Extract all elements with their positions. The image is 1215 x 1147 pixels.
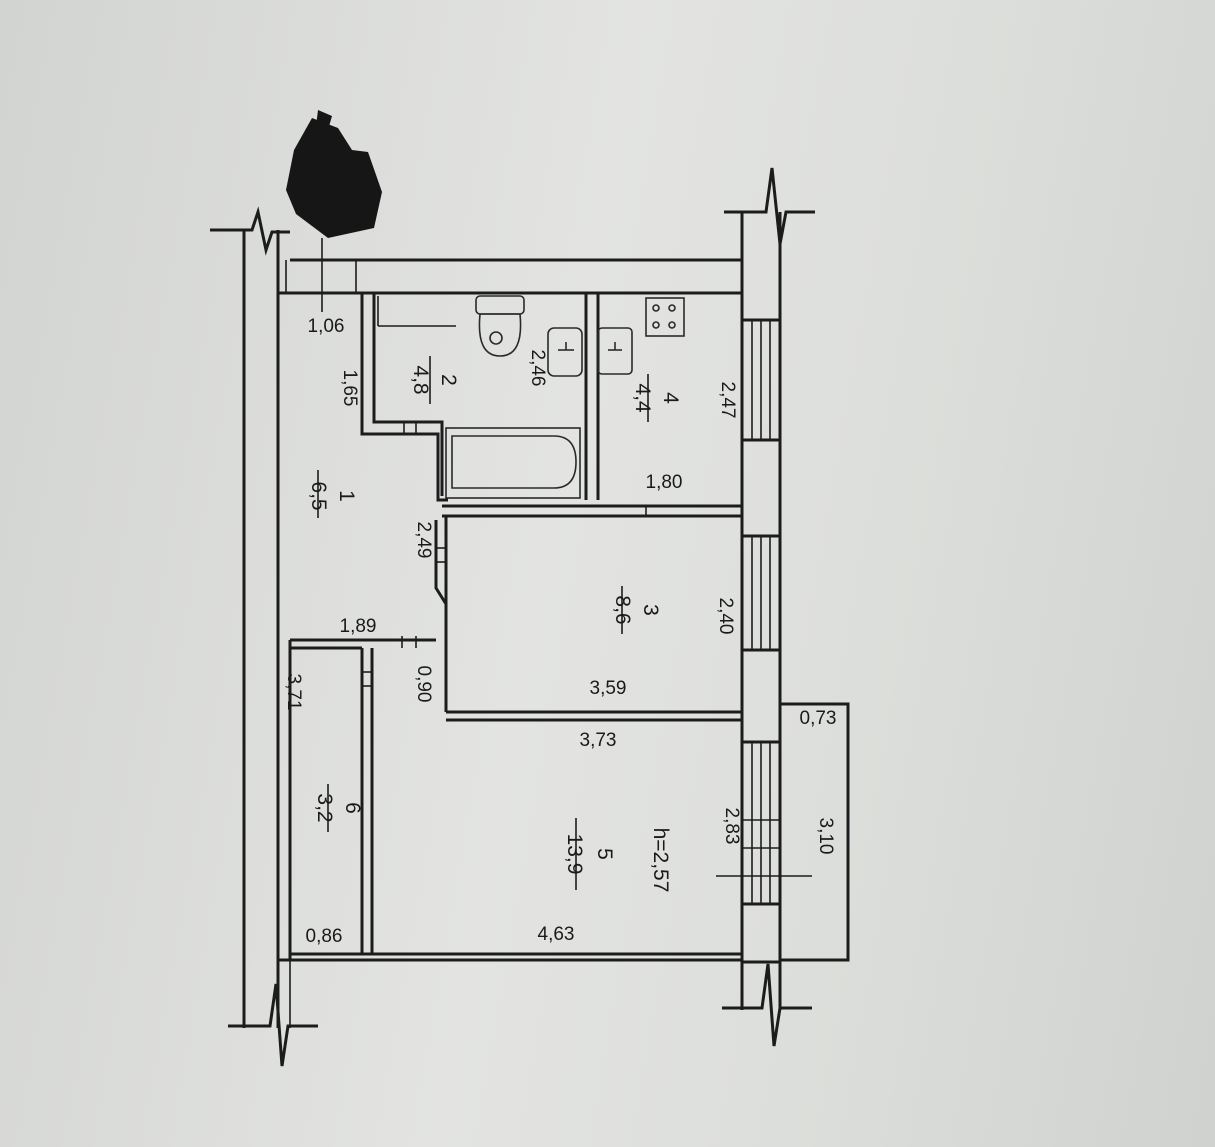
dim-1-06: 1,06 [308, 316, 345, 337]
svg-text:4,8: 4,8 [409, 365, 432, 394]
svg-text:3: 3 [639, 604, 662, 616]
balcony [780, 702, 850, 962]
window-1 [740, 318, 782, 442]
dim-2-83: 2,83 [721, 808, 742, 845]
room-5-label: 5 13,9 [563, 818, 616, 890]
svg-text:8,6: 8,6 [611, 595, 634, 624]
dim-2-40: 2,40 [715, 598, 736, 635]
svg-text:1: 1 [335, 490, 358, 502]
dim-3-59: 3,59 [590, 678, 627, 699]
svg-text:4,4: 4,4 [631, 383, 654, 413]
outer-walls [242, 212, 782, 1028]
redaction-mark [286, 110, 382, 238]
dimension-labels: 1,06 1,65 2,46 2,47 1,80 2,49 1,89 0,90 … [283, 316, 836, 947]
svg-text:2: 2 [437, 374, 460, 386]
dim-2-49: 2,49 [413, 522, 434, 559]
room-6-label: 6 3,2 [313, 784, 364, 832]
room-3-label: 3 8,6 [611, 586, 662, 634]
dim-3-10: 3,10 [815, 818, 836, 855]
dim-2-46: 2,46 [527, 350, 548, 387]
ceiling-height-label: h=2,57 [649, 828, 672, 893]
dim-2-47: 2,47 [717, 382, 738, 419]
dim-1-89: 1,89 [340, 616, 377, 637]
toilet-icon [475, 295, 525, 357]
dim-4-63: 4,63 [538, 924, 575, 945]
room-2-label: 2 4,8 [409, 356, 460, 404]
svg-text:13,9: 13,9 [563, 834, 586, 875]
dim-3-73: 3,73 [580, 730, 617, 751]
dim-0-90: 0,90 [413, 666, 434, 703]
wall-pier-2 [740, 648, 782, 744]
window-2 [740, 534, 782, 652]
stove-icon [645, 297, 685, 337]
dim-3-71: 3,71 [283, 674, 304, 711]
dim-0-86: 0,86 [306, 926, 343, 947]
wall-pier-3 [740, 902, 782, 964]
kitchen-sink-icon [597, 327, 633, 375]
dim-1-65: 1,65 [339, 370, 360, 407]
wall-pier-1 [740, 438, 782, 538]
dim-1-80: 1,80 [646, 472, 683, 493]
svg-text:3,2: 3,2 [313, 793, 336, 822]
bathtub-icon [445, 427, 581, 499]
svg-text:5: 5 [593, 848, 616, 860]
svg-text:6,5: 6,5 [307, 481, 330, 510]
room-1-label: 1 6,5 [307, 470, 358, 518]
interior-walls [290, 293, 742, 956]
washbasin-icon [547, 327, 583, 377]
room-4-label: 4 4,4 [631, 374, 682, 422]
svg-text:6: 6 [341, 802, 364, 814]
dim-0-73: 0,73 [800, 708, 837, 729]
svg-text:4: 4 [659, 392, 682, 404]
